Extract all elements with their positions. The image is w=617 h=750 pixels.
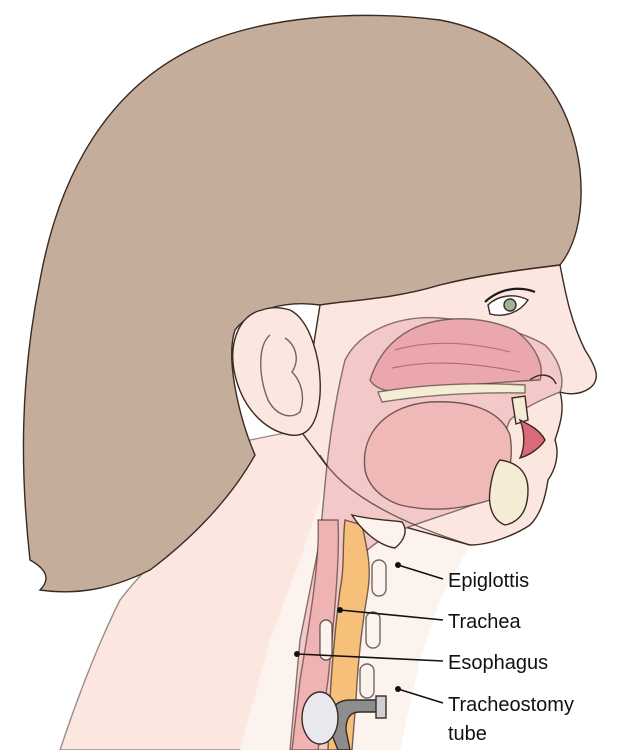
label-trachea: Trachea xyxy=(448,611,522,633)
tube-flange xyxy=(376,696,386,718)
label-tracheostomy-line1: Tracheostomy xyxy=(448,694,574,716)
ear xyxy=(233,308,320,436)
label-esophagus: Esophagus xyxy=(448,652,548,674)
label-tracheostomy-line2: tube xyxy=(448,723,487,745)
lower-jaw xyxy=(490,460,528,525)
eye-iris xyxy=(504,299,516,311)
label-epiglottis: Epiglottis xyxy=(448,570,529,592)
tube-cuff xyxy=(302,692,338,744)
